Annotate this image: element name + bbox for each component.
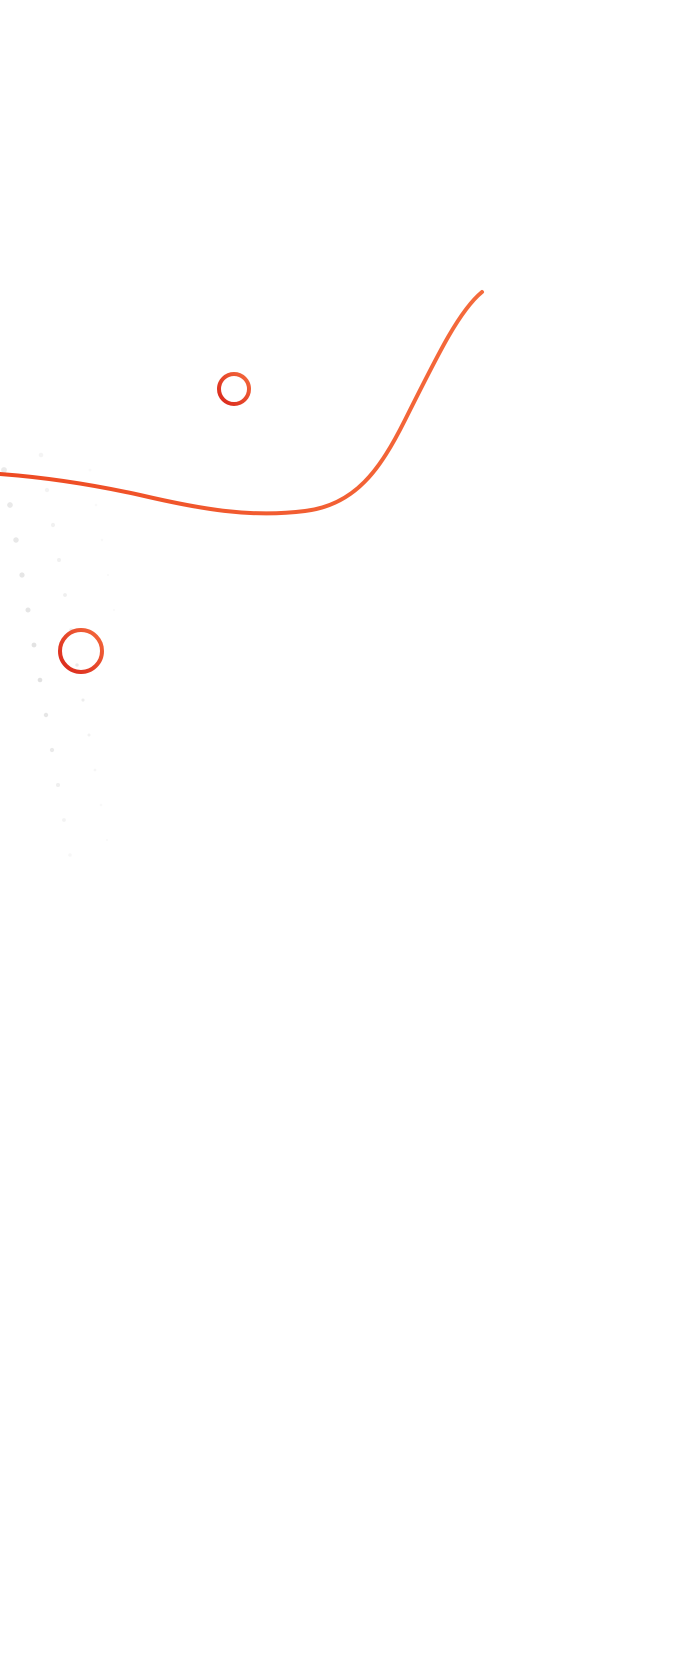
dot — [7, 502, 13, 508]
dot — [56, 783, 60, 787]
dot — [44, 487, 50, 493]
dot — [50, 522, 56, 528]
dot-pattern — [1, 452, 116, 857]
dot — [87, 733, 91, 737]
dot — [43, 712, 49, 718]
dot — [57, 558, 61, 562]
dot — [37, 677, 43, 683]
dot — [81, 698, 85, 702]
dot — [1, 467, 7, 473]
dot — [25, 607, 31, 613]
dot — [63, 593, 67, 597]
dot — [93, 768, 97, 772]
dot — [99, 803, 103, 807]
dot — [62, 818, 66, 822]
dot — [13, 537, 19, 543]
dot — [88, 468, 92, 472]
dot — [112, 608, 116, 612]
dot — [31, 642, 37, 648]
dot — [19, 572, 25, 578]
dot — [94, 503, 98, 507]
dot — [106, 573, 110, 577]
ring-large — [58, 628, 104, 674]
dot — [105, 838, 109, 842]
dot — [68, 853, 72, 857]
dot — [49, 747, 55, 753]
dot — [38, 452, 44, 458]
dot — [75, 663, 79, 667]
dot — [100, 538, 104, 542]
ring-small — [217, 372, 251, 406]
wave-line — [0, 290, 484, 516]
